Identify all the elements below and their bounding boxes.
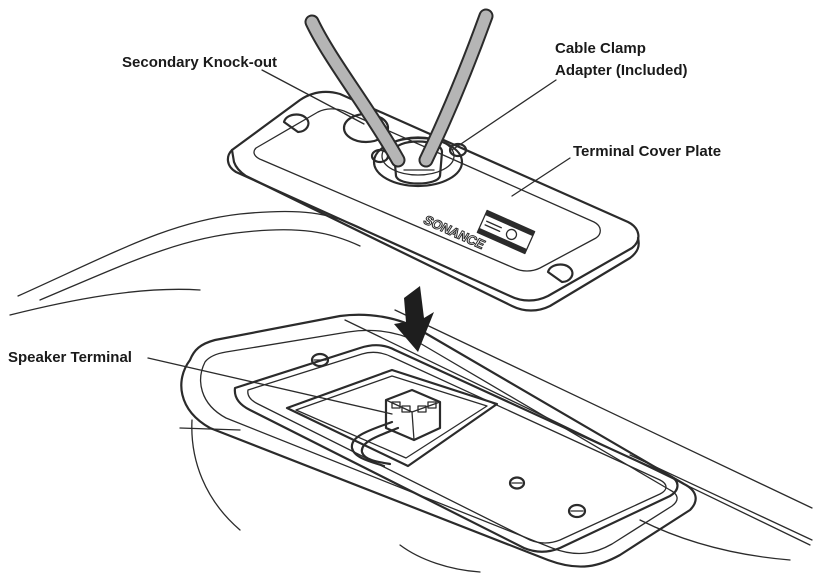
label-cable-clamp-line1: Cable Clamp: [555, 40, 646, 57]
speaker-baffle: [9, 210, 813, 573]
terminal-cover-plate: SONANCE: [226, 90, 640, 312]
screw-middle: [508, 476, 526, 490]
keyhole-left: [282, 113, 310, 134]
label-secondary-knockout: Secondary Knock-out: [122, 54, 277, 71]
cable-clamp-adapter: [370, 136, 468, 188]
screw-bottom: [567, 503, 587, 519]
speaker-cables: [304, 8, 494, 168]
speaker-terminal-block: [350, 388, 442, 468]
spec-label: [476, 209, 536, 255]
down-arrow-icon: [394, 286, 434, 352]
leader-lines: [147, 69, 571, 415]
label-terminal-cover-plate: Terminal Cover Plate: [573, 143, 721, 160]
screw-top: [310, 352, 330, 368]
label-cable-clamp-line2: Adapter (Included): [555, 62, 688, 79]
terminal-cup: [233, 344, 679, 553]
label-speaker-terminal: Speaker Terminal: [8, 349, 132, 366]
keyhole-right: [546, 263, 574, 284]
